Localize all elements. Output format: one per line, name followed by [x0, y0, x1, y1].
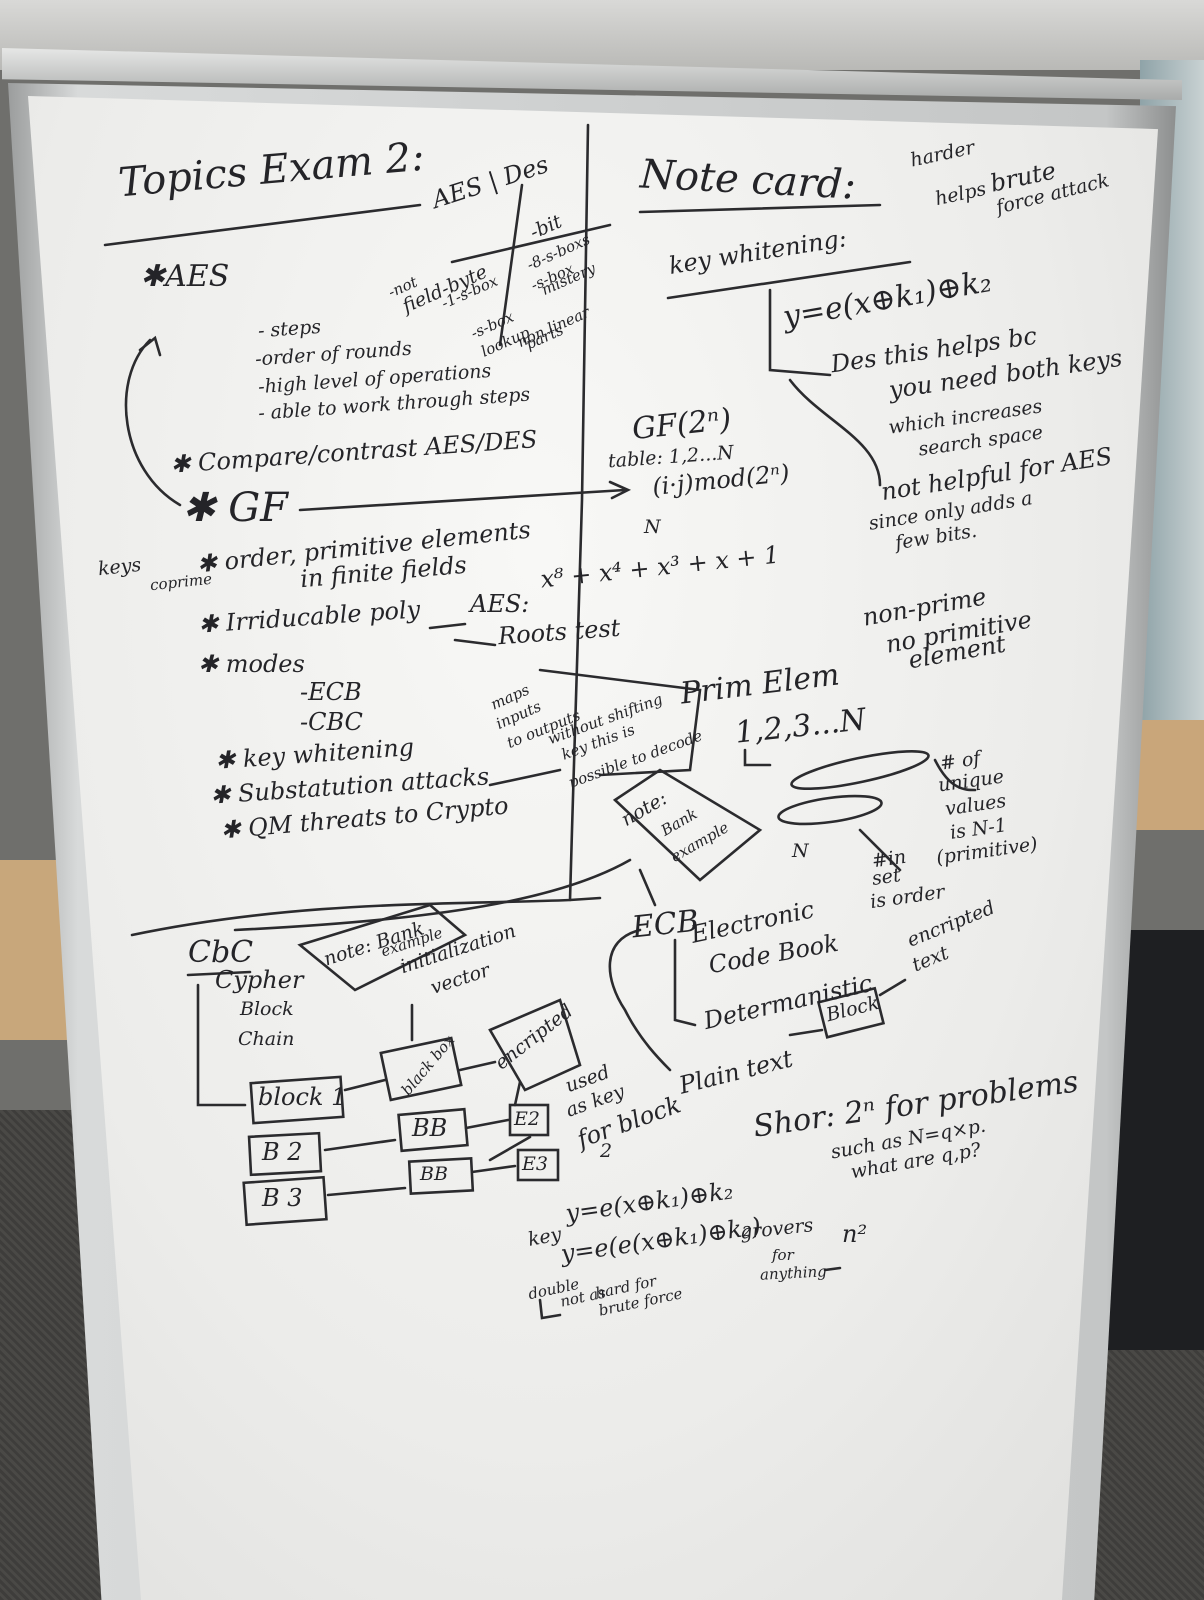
- table-vline: [498, 183, 524, 347]
- prim-n: N: [792, 840, 809, 862]
- modes-item: ✱ modes: [198, 650, 305, 678]
- order-arrow: [858, 828, 902, 872]
- cbc-block: Block: [240, 998, 294, 1020]
- cbc-e2: E2: [514, 1108, 540, 1130]
- cbc-e3: E3: [522, 1153, 548, 1175]
- gf-arrowhead: [608, 480, 632, 500]
- cbc-b3: B 3: [262, 1184, 303, 1212]
- cbc-bb2: BB: [420, 1163, 448, 1185]
- cbc-two: 2: [600, 1140, 613, 1162]
- note-down-arrow: [638, 868, 657, 907]
- center-divider: [568, 123, 590, 902]
- ecb-deterministic-line: [673, 938, 697, 1027]
- aes-heading: ✱AES: [140, 259, 230, 294]
- modes-cbc: -CBC: [300, 708, 363, 736]
- block1-arrow: [343, 1078, 387, 1092]
- block-enc-arrow: [878, 978, 907, 997]
- key-whitening-underline: [666, 260, 912, 300]
- cbc-title: CbC: [188, 935, 254, 970]
- curve-arrow: [124, 338, 182, 507]
- bottom-n2: n²: [842, 1220, 868, 1248]
- des-arrow: [768, 288, 832, 377]
- e3-box: [516, 1148, 560, 1182]
- b2-arrow: [323, 1138, 397, 1152]
- encripted-box: [488, 998, 582, 1092]
- prim-order-2: set: [870, 864, 902, 890]
- irr-arrow: [428, 622, 467, 630]
- maps-line: [538, 668, 702, 777]
- prim-seq-arrow: [743, 748, 772, 767]
- cbc-cypher: Cypher: [215, 966, 304, 994]
- cbc-bracket: [196, 983, 247, 1107]
- plain-block-arrow: [788, 1028, 824, 1037]
- curve-arrowhead: [138, 335, 162, 357]
- bb2-arrow: [470, 1164, 517, 1174]
- cbc-bb1: BB: [412, 1114, 448, 1142]
- cbc-chain: Chain: [238, 1028, 295, 1050]
- blackbox-box: [379, 1036, 463, 1102]
- notecard-underline: [638, 203, 882, 214]
- gf-item: ✱ GF: [182, 485, 288, 531]
- note-bank-box: [612, 768, 763, 882]
- double-arrow: [538, 1298, 562, 1320]
- block1-box: [249, 1075, 345, 1125]
- e1-e2-arrow: [513, 1080, 522, 1107]
- prim-ellipse-2: [777, 794, 883, 826]
- e2-box: [508, 1103, 550, 1137]
- bb2-box: [407, 1157, 475, 1195]
- roots-arrow: [453, 638, 497, 647]
- notecard-title: Note card:: [638, 151, 858, 209]
- gf-arrow: [298, 488, 627, 512]
- bottom-for: for: [772, 1246, 794, 1264]
- maps-arrow: [488, 768, 562, 787]
- cbc-note-box: [297, 903, 468, 992]
- b3-box: [242, 1175, 328, 1227]
- b3-arrow: [326, 1186, 407, 1197]
- modes-ecb: -ECB: [300, 678, 362, 706]
- cbc-b2: B 2: [262, 1138, 303, 1166]
- table-hline: [450, 223, 612, 264]
- keys-note: keys: [96, 553, 143, 581]
- gf-n: N: [644, 516, 661, 538]
- bb1-arrow: [464, 1118, 510, 1130]
- aes-item-1: - steps: [257, 315, 322, 343]
- b2-box: [247, 1131, 323, 1177]
- cbc-underline: [186, 970, 252, 977]
- ecb-block-box: [816, 986, 886, 1039]
- e2-bb2-arrow: [488, 1135, 532, 1162]
- cbc-block1: block 1: [258, 1083, 347, 1111]
- note-to-cbc-arrow: [233, 858, 632, 932]
- unique-arrow: [933, 758, 977, 792]
- aes-poly-label: AES:: [470, 590, 530, 618]
- horizontal-divider: [130, 896, 602, 937]
- bottom-anything: anything: [759, 1262, 828, 1284]
- whiteboard-surface: [28, 96, 1158, 1600]
- aes-arrow: [788, 378, 882, 487]
- grovers-arrow: [823, 1266, 842, 1272]
- title-underline: [103, 203, 422, 247]
- bb-enc-arrow: [458, 1060, 497, 1072]
- ecb-bracket: [608, 928, 672, 1072]
- prim-ellipse-1: [790, 750, 930, 790]
